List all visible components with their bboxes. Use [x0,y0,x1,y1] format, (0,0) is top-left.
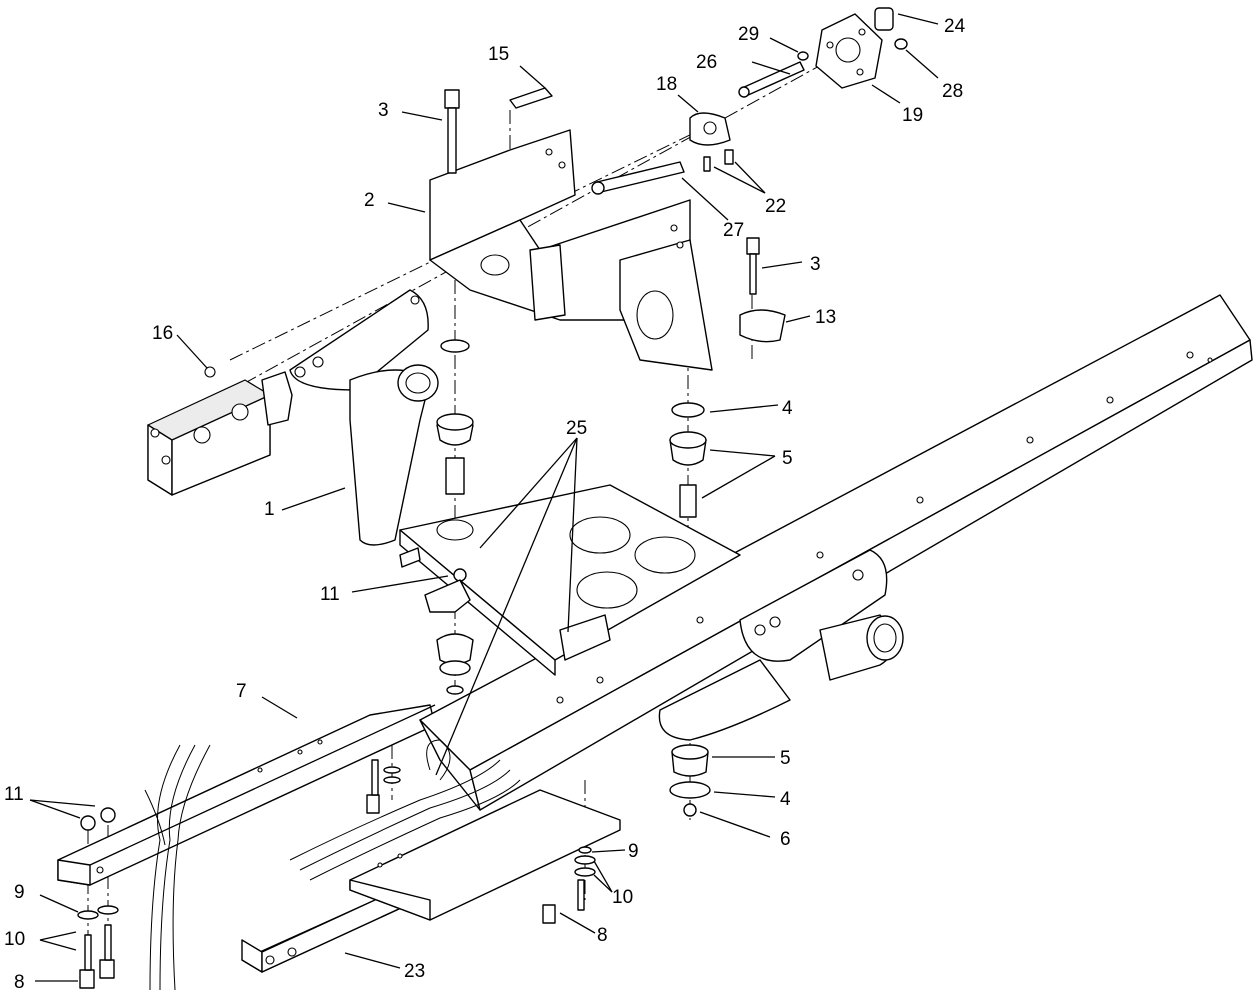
callout-11-left: 11 [4,784,24,805]
callout-11-center: 11 [320,584,340,605]
callout-4-upper: 4 [782,398,793,419]
callout-10-left: 10 [4,929,25,950]
callout-10-right: 10 [612,887,633,908]
callout-15: 15 [488,44,509,65]
upper-mount-bracket [429,129,713,371]
callout-5-upper: 5 [782,448,793,469]
callout-5-lower: 5 [780,748,791,769]
callout-3-upper: 3 [378,100,389,121]
callout-3-right: 3 [810,254,821,275]
callout-22: 22 [765,196,786,217]
bolts-and-fasteners [77,87,786,989]
callout-29: 29 [738,24,759,45]
callout-26: 26 [696,52,717,73]
callout-16: 16 [152,323,173,344]
callout-6: 6 [780,829,791,850]
callout-8-right: 8 [597,925,608,946]
callout-1: 1 [264,499,275,520]
callout-labels: 15 3 2 29 26 24 28 19 18 22 27 3 13 16 4… [4,16,966,993]
callout-28: 28 [942,81,963,102]
right-pivot-bracket [658,549,904,741]
callout-19: 19 [902,105,923,126]
callout-2: 2 [364,190,375,211]
callout-18: 18 [656,74,677,95]
callout-23: 23 [404,961,425,982]
lower-frame-rail [241,789,621,973]
callout-7: 7 [236,681,247,702]
mounting-plate [399,484,741,676]
leader-lines [29,13,939,982]
pivot-arm [289,289,439,546]
callout-9-right: 9 [628,841,639,862]
isolator-mounts [436,339,711,817]
coupler-assembly [689,7,908,146]
callout-13: 13 [815,307,836,328]
hose-brackets [399,547,611,661]
callout-4-lower: 4 [780,789,791,810]
callout-25: 25 [566,418,587,439]
hydraulic-pump [147,366,293,496]
callout-8-left: 8 [14,972,25,993]
callout-24: 24 [944,16,966,37]
callout-9-left: 9 [14,882,25,903]
callout-27: 27 [723,220,744,241]
hose-routing [144,739,521,991]
